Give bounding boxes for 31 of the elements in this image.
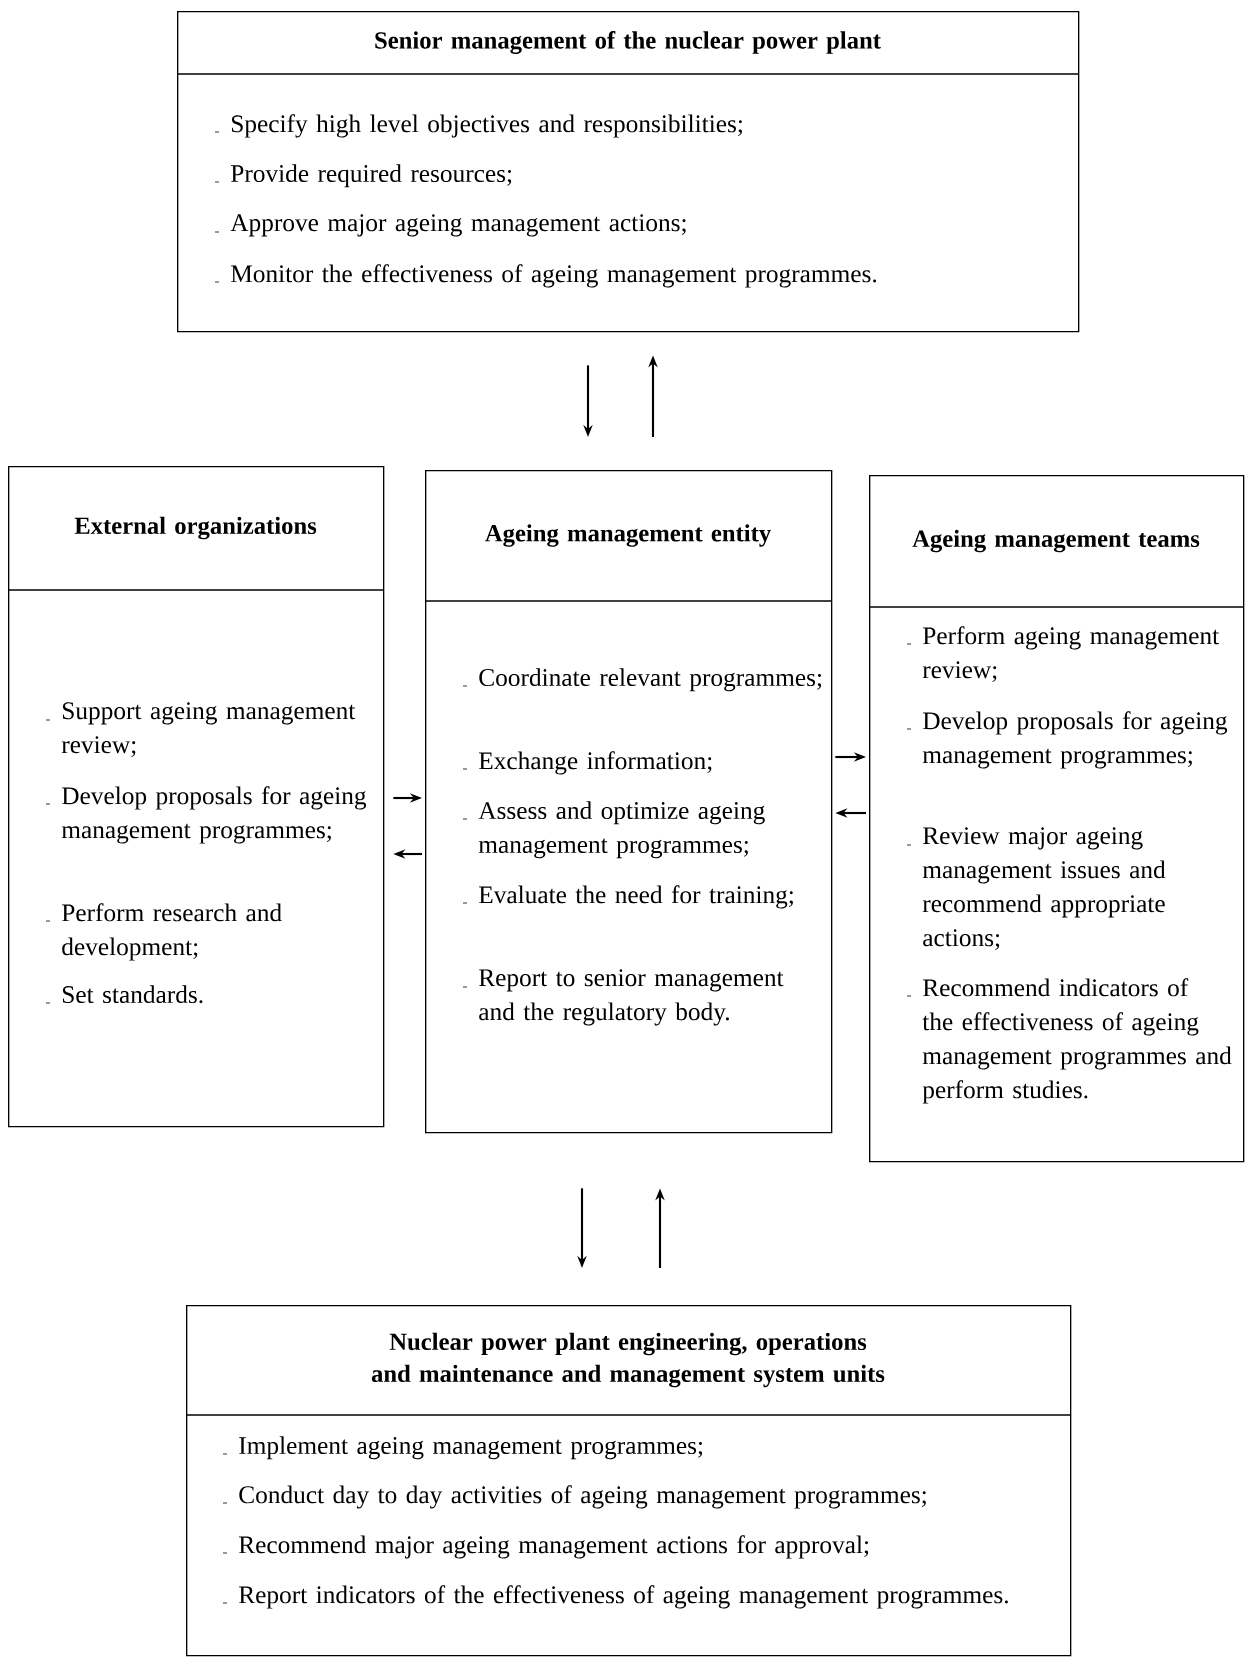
bullet-item: Perform research and development;	[45, 903, 282, 961]
box-heading: Ageing management entity	[485, 524, 771, 547]
process-box	[424, 470, 833, 1134]
bullet-item: Recommend major ageing management actions for approval;	[222, 1535, 869, 1559]
box-heading: Senior management of the nuclear power plant	[375, 31, 881, 54]
process-box	[176, 11, 1080, 333]
bullet-item: Assess and optimize ageing management programmes;	[462, 801, 765, 859]
process-box	[868, 475, 1245, 1163]
box-heading: Ageing management teams	[912, 529, 1200, 553]
bullet-item: Set standards.	[45, 985, 203, 1004]
bullet-item: Provide required resources;	[214, 164, 512, 188]
bullet-item: Report to senior management and the regulatory body.	[462, 969, 784, 1026]
bullet-item: Specify high level objectives and responsibilities;	[214, 114, 742, 138]
process-box	[7, 466, 385, 1128]
bullet-item: Conduct day to day activities of ageing management programmes;	[222, 1485, 926, 1509]
bullet-item: Report indicators of the effectiveness of ageing management programmes.	[222, 1585, 1008, 1609]
bullet-item: Develop proposals for ageing management programmes;	[45, 786, 367, 844]
bullet-item: Exchange information;	[462, 751, 712, 775]
bullet-item: Support ageing management review;	[45, 702, 356, 757]
process-box	[185, 1305, 1072, 1657]
box-heading: External organizations	[74, 516, 317, 540]
bullet-item: Perform ageing management review;	[906, 626, 1219, 682]
bullet-item: Monitor the effectiveness of ageing management programmes.	[214, 264, 877, 288]
bullet-item: Approve major ageing management actions;	[214, 214, 686, 237]
box-heading: Nuclear power plant engineering, operations and maintenance and management system units	[371, 1332, 885, 1388]
bullet-item: Implement ageing management programmes;	[222, 1436, 703, 1460]
bullet-item: Evaluate the need for training;	[462, 885, 793, 909]
bullet-item: Review major ageing management issues and recommend appropriate actions;	[906, 827, 1166, 950]
bullet-item: Develop proposals for ageing management programmes;	[906, 711, 1228, 769]
bullet-item: Coordinate relevant programmes;	[462, 668, 822, 692]
bullet-item: Recommend indicators of the effectiveness of ageing management programmes and perform studies.	[906, 978, 1232, 1104]
